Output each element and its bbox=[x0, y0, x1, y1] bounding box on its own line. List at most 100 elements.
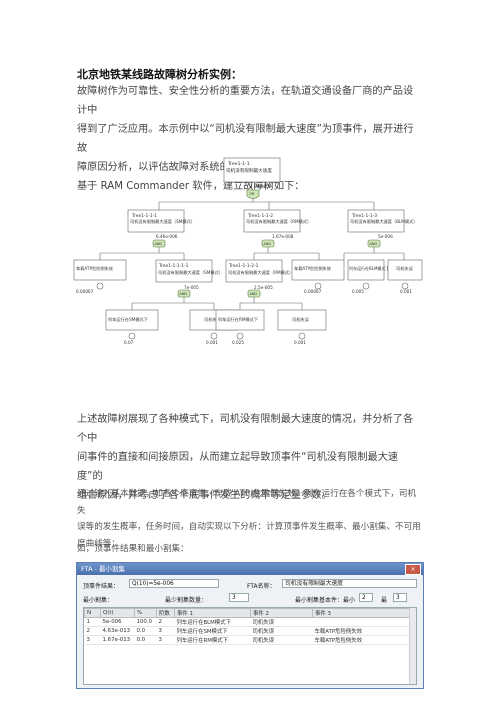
basic-event-icon bbox=[401, 282, 409, 290]
col-qt[interactable]: Q(t) bbox=[100, 608, 135, 618]
col-percent[interactable]: % bbox=[134, 608, 157, 618]
mid-event-box-3 bbox=[347, 209, 405, 233]
min-order-label: 最小割集基本件：最小 bbox=[295, 597, 356, 604]
l3-box-4 bbox=[291, 259, 345, 281]
l4-prob-4: 0.001 bbox=[294, 340, 306, 345]
l3-prob-2: 7e-005 bbox=[184, 285, 199, 290]
l4-box-3 bbox=[215, 309, 265, 331]
summary-line-3: 组合原因，并考虑了各个底事件发生的概率等定量参数。 bbox=[77, 490, 332, 501]
top-event-id: Tree1-1-1 bbox=[227, 161, 250, 167]
top-event-label: 顶事件结果： bbox=[83, 583, 120, 590]
cell: 100.0 bbox=[134, 617, 157, 627]
close-icon[interactable]: × bbox=[405, 564, 421, 575]
doc-title: 北京地铁某线路故障树分析实例： bbox=[77, 68, 242, 81]
table-row[interactable]: 1 5e-006 100.0 2 列车运行在BLM模式下 司机失误 bbox=[84, 617, 416, 627]
mid-gate-label-1: AND bbox=[155, 242, 163, 246]
cutset-label: 最小割集： bbox=[83, 597, 114, 604]
l4-prob-2: 0.001 bbox=[206, 340, 218, 345]
mid-event-prob-1: 6.46e-006 bbox=[156, 234, 178, 239]
cell: 3 bbox=[84, 635, 101, 645]
basic-event-icon bbox=[236, 332, 244, 340]
l4-box-4 bbox=[277, 309, 327, 331]
intro-paragraph: 故障树作为可靠性、安全性分析的重要方法，在轨道交通设备厂商的产品设计中 得到了广… bbox=[77, 82, 423, 196]
cutset-table: N Q(t) % 阶数 事件 1 事件 2 事件 3 1 5e-006 100.… bbox=[83, 607, 417, 685]
intro-line-2: 得到了广泛应用。本示例中以“司机没有限制最大速度”为顶事件，展开进行故 bbox=[77, 124, 414, 154]
l3-label-2: 司机没有限制最大速度（SM模式） bbox=[158, 269, 223, 276]
mid-event-prob-2: 1.67e-008 bbox=[272, 234, 294, 239]
cell: 司机失误 bbox=[250, 626, 313, 636]
min-cutset-count-field[interactable]: 3 bbox=[229, 593, 249, 602]
l4-prob-3: 0.025 bbox=[232, 340, 244, 345]
table-header: N Q(t) % 阶数 事件 1 事件 2 事件 3 bbox=[84, 608, 416, 618]
intro-line-4: 基于 RAM Commander 软件，建立故障树如下： bbox=[77, 181, 305, 192]
l4-label-1: 列车运行在SM模式下 bbox=[108, 316, 148, 323]
fta-name-label: FTA名称： bbox=[247, 583, 276, 590]
table-row[interactable]: 2 4.63e-013 0.0 3 列车运行在SM模式下 司机失误 车载ATP危… bbox=[84, 626, 416, 636]
col-event2[interactable]: 事件 2 bbox=[250, 608, 313, 618]
mid-event-label-1: 司机没有限制最大速度（SM模式） bbox=[130, 218, 195, 225]
analysis-line-1: 通过输入基本数据，如各个底事件，车载 ATP 危险侧失效、列车运行在各个模式下，… bbox=[77, 489, 417, 516]
table-row[interactable]: 3 1.67e-013 0.0 3 列车运行在RM模式下 司机失误 车载ATP危… bbox=[84, 635, 416, 645]
l3-gate-2: AND bbox=[180, 292, 188, 296]
l3-prob-3: 2.5e-005 bbox=[254, 285, 273, 290]
intro-line-3: 障原因分析，以评估故障对系统的影响。 bbox=[77, 162, 261, 173]
l3-label-5: 列车运行在BLM模式下 bbox=[349, 265, 389, 271]
l3-box-2 bbox=[155, 259, 213, 283]
l4-prob-1: 0.07 bbox=[124, 340, 134, 345]
l4-box-1 bbox=[105, 309, 159, 331]
l3-box-5 bbox=[347, 259, 385, 281]
col-event3[interactable]: 事件 3 bbox=[312, 608, 416, 618]
l3-id-3: Tree1-1-1-2-1 bbox=[228, 263, 259, 269]
l3-label-4: 车载ATP危险侧失效 bbox=[294, 265, 332, 272]
col-event1[interactable]: 事件 1 bbox=[174, 608, 251, 618]
l3-prob-4: 0.00067 bbox=[304, 289, 322, 294]
basic-event-icon bbox=[96, 282, 104, 290]
window-title: FTA - 最小割集 bbox=[81, 565, 126, 573]
top-event-result-field[interactable]: Q(10)=5e-006 bbox=[129, 579, 219, 588]
cell: 列车运行在BLM模式下 bbox=[174, 617, 251, 627]
basic-event-icon bbox=[362, 282, 370, 290]
example-caption: 如，顶事件结果和最小割集： bbox=[77, 544, 189, 554]
cell: 司机失误 bbox=[250, 617, 313, 627]
l3-box-1 bbox=[73, 259, 127, 281]
l3-prob-6: 0.001 bbox=[400, 289, 412, 294]
max-order-label: 最 bbox=[381, 597, 388, 604]
mid-event-label-3: 司机没有限制最大速度（BLM模式） bbox=[350, 218, 417, 225]
top-event-prob: 4.99e-006 bbox=[250, 184, 272, 189]
cell: 0.0 bbox=[134, 635, 157, 645]
mid-event-id-3: Tree1-1-1-3 bbox=[351, 213, 377, 219]
mid-gate-label-2: AND bbox=[264, 242, 272, 246]
l3-gate-3: AND bbox=[250, 292, 258, 296]
window-titlebar: FTA - 最小割集 × bbox=[77, 563, 423, 575]
cell: 3 bbox=[156, 635, 175, 645]
mid-event-id-1: Tree1-1-1-1 bbox=[131, 213, 157, 219]
top-gate-label: OR bbox=[249, 192, 255, 196]
cell: 0.0 bbox=[134, 626, 157, 636]
l3-prob-1: 0.00067 bbox=[76, 289, 94, 294]
connector-l3 bbox=[131, 297, 303, 310]
cell: 2 bbox=[84, 626, 101, 636]
basic-event-icon bbox=[128, 332, 136, 340]
cell: 司机失误 bbox=[250, 635, 313, 645]
analysis-line-2: 误等的发生概率，任务时间，自动实现以下分析：计算顶事件发生概率、最小割集、不可用 bbox=[77, 522, 421, 532]
min-order-field[interactable]: 2 bbox=[359, 593, 373, 602]
mid-event-prob-3: 5e-006 bbox=[378, 234, 393, 239]
table-scrollbar[interactable] bbox=[409, 608, 416, 684]
basic-event-icon bbox=[298, 332, 306, 340]
basic-event-icon bbox=[210, 332, 218, 340]
analysis-line-3: 度曲线等： bbox=[77, 538, 120, 549]
max-order-field[interactable]: 3 bbox=[393, 593, 407, 602]
col-n[interactable]: N bbox=[84, 608, 101, 618]
fault-tree-svg: Tree1-1-1 司机没有限制最大速度 4.99e-006 OR Tree1-… bbox=[73, 157, 423, 345]
cell: 1.67e-013 bbox=[100, 635, 135, 645]
fta-cutset-window: FTA - 最小割集 × 顶事件结果： Q(10)=5e-006 FTA名称： … bbox=[76, 562, 424, 689]
mid-event-id-2: Tree1-1-1-2 bbox=[247, 213, 273, 219]
min-cutset-count-label: 最少割集数量： bbox=[165, 597, 208, 604]
l3-id-2: Tree1-1-1-1-1 bbox=[158, 263, 189, 269]
summary-line-2: 间事件的直接和间接原因，从而建立起导致顶事件“司机没有限制最大速度”的 bbox=[77, 452, 399, 482]
mid-event-label-2: 司机没有限制最大速度（RM模式） bbox=[246, 218, 311, 225]
summary-line-1: 上述故障树展现了各种模式下，司机没有限制最大速度的情况，并分析了各个中 bbox=[77, 414, 414, 444]
col-order[interactable]: 阶数 bbox=[156, 608, 175, 618]
l3-label-6: 司机失误 bbox=[396, 265, 414, 272]
fta-name-field[interactable]: 司机没有限制最大速度 bbox=[282, 579, 417, 588]
